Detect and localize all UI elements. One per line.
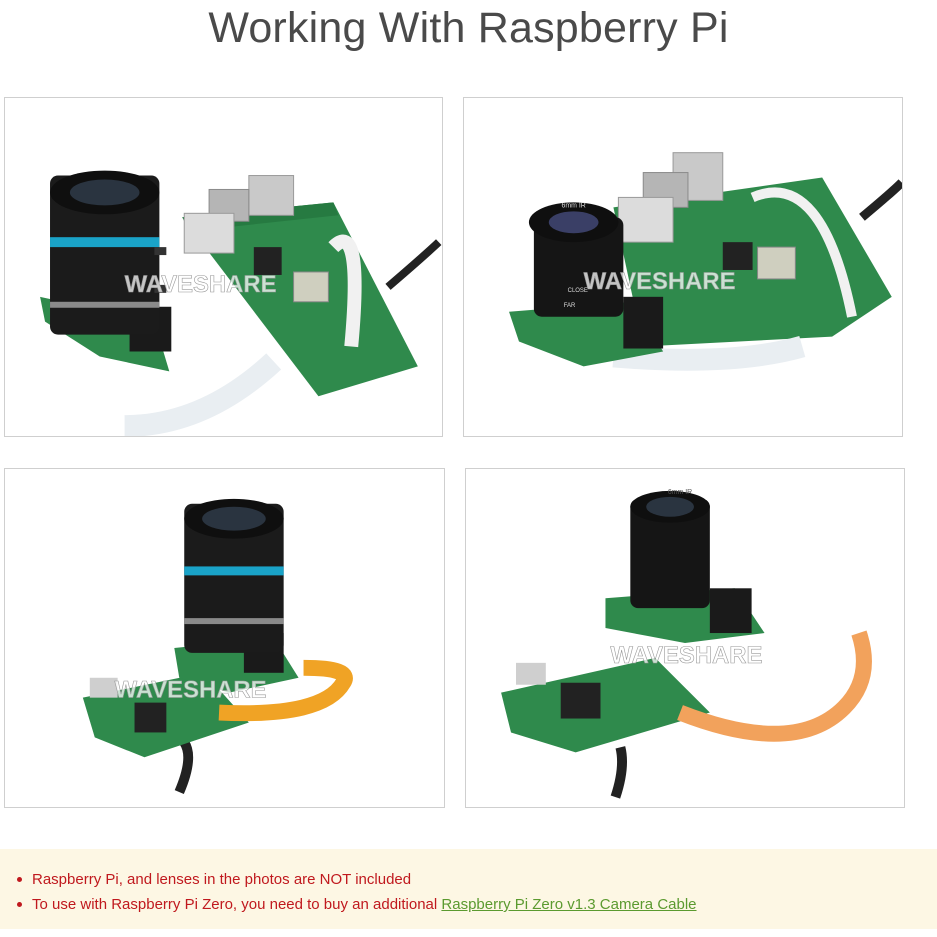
lens-far-label: FAR [564,303,576,309]
lens-label: 6mm IR [562,202,586,209]
photo-illustration: 6mm IR WAVESHARE [501,489,872,799]
photo-camera-16mm-lens-with-pi4: WAVESHARE [4,97,443,437]
lens-label: 6mm IR [668,489,692,496]
photo-illustration: WAVESHARE [82,498,353,795]
notes-list: Raspberry Pi, and lenses in the photos a… [0,867,937,917]
note-text: Raspberry Pi, and lenses in the photos a… [32,871,412,888]
photo-illustration: 6mm IR CLOSE FAR WAVESHARE [509,152,902,371]
note-text: To use with Raspberry Pi Zero, you need … [32,896,442,913]
watermark-text: WAVESHARE [125,271,277,298]
photo-illustration: WAVESHARE [40,170,442,436]
photo-camera-6mm-lens-with-pi4: 6mm IR CLOSE FAR WAVESHARE [463,97,903,437]
photo-camera-16mm-lens-with-pi-zero: WAVESHARE [4,468,445,808]
watermark-text: WAVESHARE [610,642,762,669]
camera-cable-link[interactable]: Raspberry Pi Zero v1.3 Camera Cable [441,896,697,913]
note-item: Raspberry Pi, and lenses in the photos a… [17,867,937,892]
photo-camera-6mm-lens-with-pi-zero: 6mm IR WAVESHARE [465,468,905,808]
watermark-text: WAVESHARE [115,677,267,704]
notes-box: Raspberry Pi, and lenses in the photos a… [0,849,937,929]
lens-close-label: CLOSE [568,288,588,294]
watermark-text: WAVESHARE [584,268,736,295]
note-item: To use with Raspberry Pi Zero, you need … [17,892,937,917]
page-title: Working With Raspberry Pi [208,4,729,52]
